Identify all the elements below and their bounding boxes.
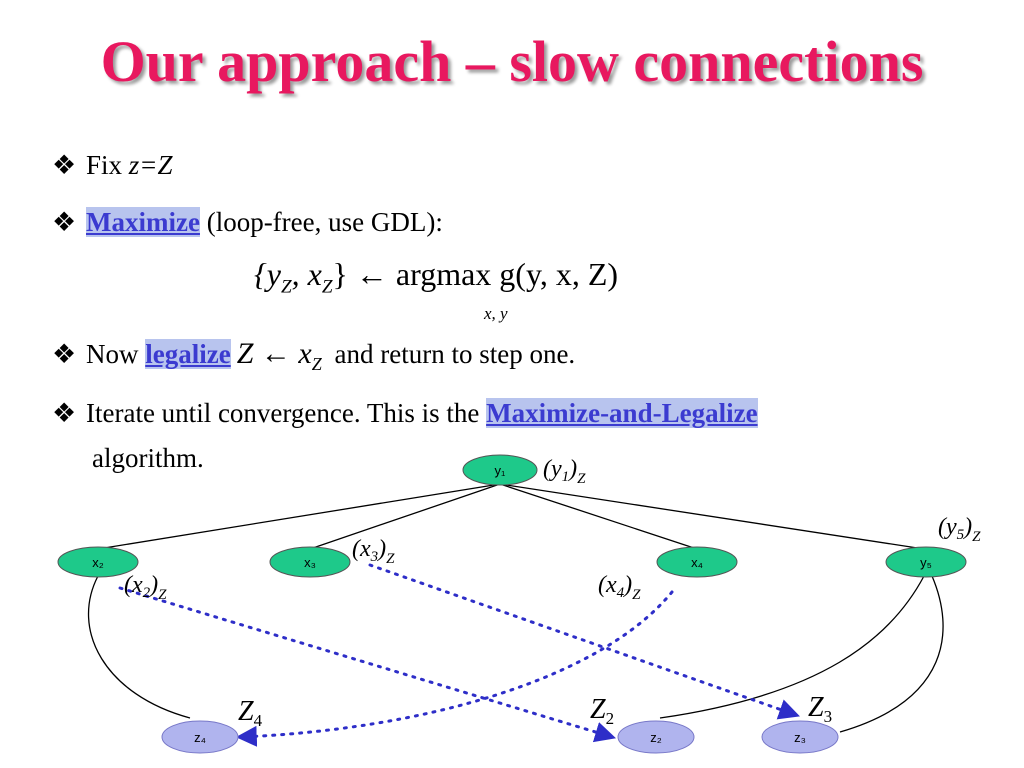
label-x4-z: (x4)Z	[598, 572, 641, 603]
bullet-marker: ❖	[52, 339, 77, 369]
argmax-subscript: x, y	[484, 304, 508, 323]
label-Z4: Z4	[238, 696, 263, 730]
node-x4[interactable]: x₄	[656, 546, 738, 578]
node-y5[interactable]: y₅	[885, 546, 967, 578]
slide-title: Our approach – slow connections	[100, 29, 924, 94]
label-Z3: Z3	[808, 692, 832, 726]
bullet-marker: ❖	[52, 398, 77, 428]
bullet-iterate-continuation: algorithm.	[92, 443, 204, 473]
svg-text:z₂: z₂	[650, 730, 662, 745]
argmax-formula: {yZ, xZ} ← argmax g(y, x, Z)	[254, 256, 619, 298]
node-x2[interactable]: x₂	[57, 546, 139, 578]
node-z4[interactable]: z₄	[161, 720, 239, 754]
svg-text:x₂: x₂	[92, 555, 104, 570]
label-y1-z: (y1)Z	[543, 456, 586, 487]
label-x3-z: (x3)Z	[352, 536, 395, 567]
bullet-fix: ❖ Fix z=Z	[52, 150, 173, 181]
bullet-maximize: ❖ Maximize (loop-free, use GDL):	[52, 207, 443, 238]
node-y1[interactable]: y₁	[462, 454, 538, 486]
dotted-connections	[118, 563, 800, 747]
svg-text:y₅: y₅	[920, 555, 932, 570]
bullet-text: Fix	[86, 150, 129, 180]
node-z3[interactable]: z₃	[761, 720, 839, 754]
label-x2-z: (x2)Z	[124, 572, 167, 603]
legalize-highlight: legalize	[145, 339, 231, 369]
svg-text:y₁: y₁	[495, 463, 507, 478]
bullet-marker: ❖	[52, 150, 77, 180]
mal-highlight: Maximize-and-Legalize	[486, 398, 758, 428]
svg-text:z₄: z₄	[194, 730, 206, 745]
fix-equation: z=Z	[128, 150, 173, 180]
svg-text:z₃: z₃	[794, 730, 806, 745]
node-z2[interactable]: z₂	[617, 720, 695, 754]
tree-edges	[88, 483, 944, 733]
svg-text:x₃: x₃	[304, 555, 316, 570]
svg-text:x₄: x₄	[691, 555, 703, 570]
label-Z2: Z2	[590, 694, 614, 728]
bullet-marker: ❖	[52, 207, 77, 237]
bullet-iterate: ❖Iterate until convergence. This is the …	[52, 398, 758, 428]
maximize-highlight: Maximize	[86, 207, 200, 237]
legalize-equation: Z ← xZ	[236, 337, 322, 374]
bullet-text: (loop-free, use GDL):	[199, 207, 443, 237]
label-y5-z: (y5)Z	[938, 514, 981, 545]
node-x3[interactable]: x₃	[269, 546, 351, 578]
